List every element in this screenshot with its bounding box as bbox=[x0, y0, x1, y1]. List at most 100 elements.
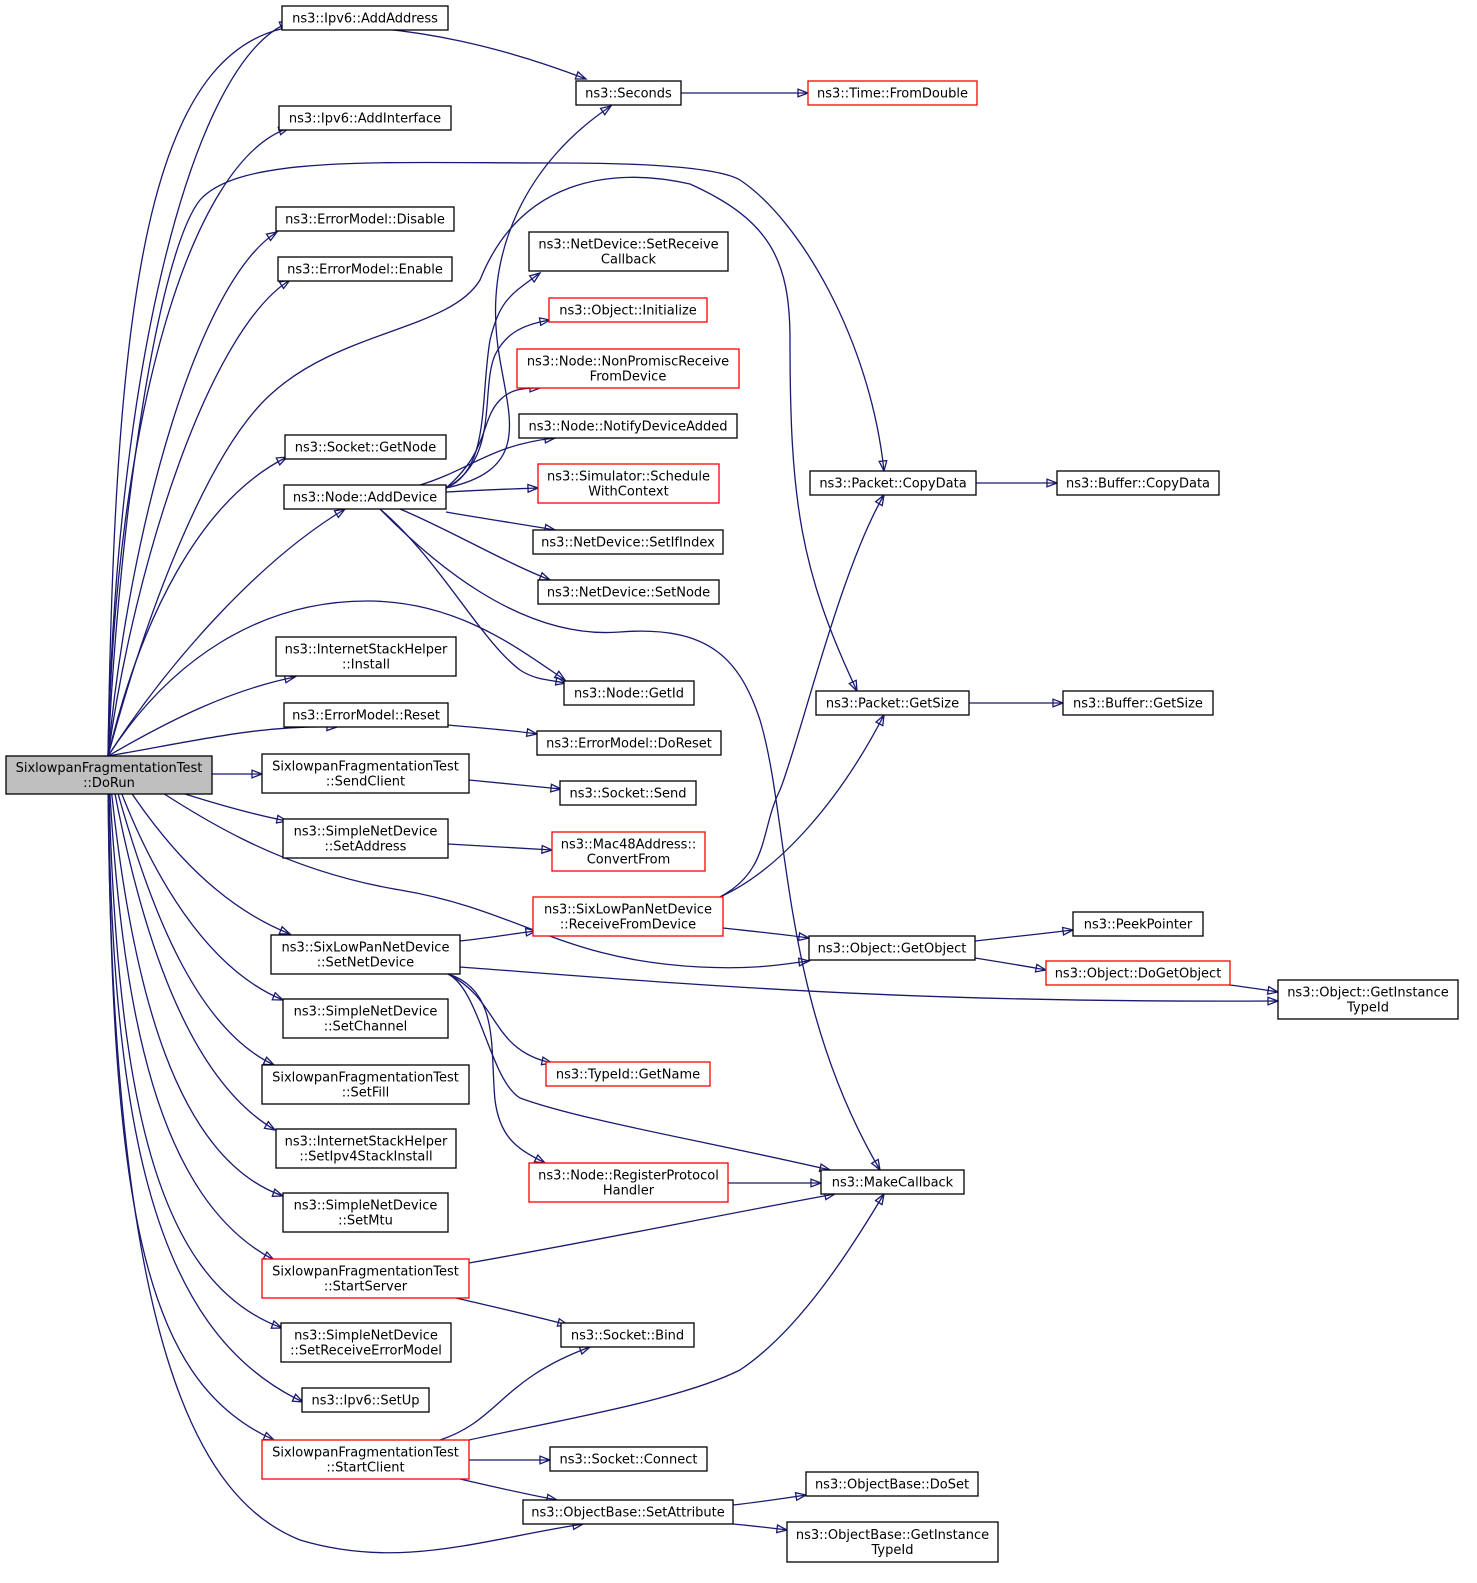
node-startserver[interactable]: SixlowpanFragmentationTest::StartServer bbox=[261, 1258, 470, 1299]
node-box bbox=[284, 434, 447, 460]
node-label: Handler bbox=[603, 1184, 655, 1199]
arrowhead-icon bbox=[538, 571, 552, 581]
node-setup[interactable]: ns3::Ipv6::SetUp bbox=[301, 1387, 430, 1413]
node-buffercopydata[interactable]: ns3::Buffer::CopyData bbox=[1056, 470, 1220, 496]
node-seconds[interactable]: ns3::Seconds bbox=[575, 80, 682, 106]
node-adddevice[interactable]: ns3::Node::AddDevice bbox=[283, 484, 447, 510]
node-setchannel[interactable]: ns3::SimpleNetDevice::SetChannel bbox=[282, 998, 449, 1039]
node-box bbox=[261, 1439, 470, 1480]
node-label: SixlowpanFragmentationTest bbox=[272, 1071, 459, 1086]
node-setipv4stackinstall[interactable]: ns3::InternetStackHelper::SetIpv4StackIn… bbox=[275, 1128, 457, 1169]
node-packetcopydata[interactable]: ns3::Packet::CopyData bbox=[809, 470, 977, 496]
node-label: ns3::PeekPointer bbox=[1084, 918, 1193, 933]
node-initialize[interactable]: ns3::Object::Initialize bbox=[548, 297, 708, 323]
node-typeidgetname[interactable]: ns3::TypeId::GetName bbox=[545, 1061, 711, 1087]
node-socketbind[interactable]: ns3::Socket::Bind bbox=[560, 1322, 695, 1348]
arrowhead-icon bbox=[262, 1431, 276, 1441]
node-box bbox=[549, 1446, 708, 1472]
node-box bbox=[805, 1471, 979, 1497]
node-setmtu[interactable]: ns3::SimpleNetDevice::SetMtu bbox=[282, 1192, 449, 1233]
node-label: ns3::Ipv6::AddAddress bbox=[292, 12, 438, 27]
call-edge-reset-to-doreset bbox=[447, 724, 539, 738]
node-label: ns3::SimpleNetDevice bbox=[294, 1199, 438, 1214]
node-receivefromdevice[interactable]: ns3::SixLowPanNetDevice::ReceiveFromDevi… bbox=[532, 896, 724, 937]
node-label: ns3::Seconds bbox=[585, 87, 672, 102]
node-socketsend[interactable]: ns3::Socket::Send bbox=[559, 780, 697, 806]
node-fromdouble[interactable]: ns3::Time::FromDouble bbox=[807, 80, 978, 106]
node-startclient[interactable]: SixlowpanFragmentationTest::StartClient bbox=[261, 1439, 470, 1480]
node-doreset[interactable]: ns3::ErrorModel::DoReset bbox=[536, 730, 722, 756]
node-box bbox=[5, 755, 213, 795]
node-reset[interactable]: ns3::ErrorModel::Reset bbox=[283, 702, 449, 728]
node-label: ns3::NetDevice::SetReceive bbox=[538, 238, 718, 253]
node-label: ns3::Node::NonPromiscReceive bbox=[527, 355, 729, 370]
call-edge-setaddress-to-mac48 bbox=[447, 843, 554, 855]
arrowhead-icon bbox=[538, 317, 552, 327]
node-label: SixlowpanFragmentationTest bbox=[272, 1265, 459, 1280]
node-mac48[interactable]: ns3::Mac48Address::ConvertFrom bbox=[551, 831, 706, 872]
node-setreceiveerrormodel[interactable]: ns3::SimpleNetDevice::SetReceiveErrorMod… bbox=[280, 1322, 452, 1363]
arrowhead-icon bbox=[797, 931, 811, 942]
arrowhead-icon bbox=[554, 676, 568, 686]
arrowhead-icon bbox=[527, 483, 540, 494]
node-label: SixlowpanFragmentationTest bbox=[272, 1446, 459, 1461]
node-notifydeviceadded[interactable]: ns3::Node::NotifyDeviceAdded bbox=[518, 413, 738, 439]
call-edge-adddevice-to-initialize bbox=[445, 317, 552, 489]
call-edge-dorun-to-sendclient bbox=[211, 769, 264, 779]
node-addaddress[interactable]: ns3::Ipv6::AddAddress bbox=[281, 5, 449, 31]
node-makecallback[interactable]: ns3::MakeCallback bbox=[820, 1169, 965, 1195]
node-buffergetsize[interactable]: ns3::Buffer::GetSize bbox=[1062, 690, 1214, 716]
node-packetgetsize[interactable]: ns3::Packet::GetSize bbox=[815, 690, 970, 716]
call-edge-dorun-to-addaddress bbox=[107, 21, 292, 757]
node-setattribute[interactable]: ns3::ObjectBase::SetAttribute bbox=[522, 1499, 734, 1525]
node-label: ns3::Time::FromDouble bbox=[817, 87, 968, 102]
node-label: ::SetFill bbox=[342, 1086, 389, 1101]
call-edge-dorun-to-packetcopydata bbox=[107, 161, 888, 757]
node-sendclient[interactable]: SixlowpanFragmentationTest::SendClient bbox=[261, 753, 470, 794]
node-doset[interactable]: ns3::ObjectBase::DoSet bbox=[805, 1471, 979, 1497]
node-box bbox=[560, 1322, 695, 1348]
call-edge-dorun-to-setaddress bbox=[184, 793, 289, 824]
node-getobject[interactable]: ns3::Object::GetObject bbox=[808, 935, 976, 961]
node-setifindex[interactable]: ns3::NetDevice::SetIfIndex bbox=[532, 529, 724, 555]
node-socketconnect[interactable]: ns3::Socket::Connect bbox=[549, 1446, 708, 1472]
call-edge-setattribute-to-doset bbox=[732, 1491, 808, 1506]
node-enable[interactable]: ns3::ErrorModel::Enable bbox=[277, 256, 453, 282]
node-box bbox=[545, 1061, 711, 1087]
call-edge-seconds-to-fromdouble bbox=[681, 88, 810, 98]
node-box bbox=[283, 484, 447, 510]
arrowhead-icon bbox=[574, 70, 588, 80]
node-box bbox=[1045, 960, 1231, 986]
arrowhead-icon bbox=[549, 783, 563, 793]
node-setnode[interactable]: ns3::NetDevice::SetNode bbox=[537, 579, 720, 605]
node-label: TypeId bbox=[871, 1543, 914, 1558]
node-setnetdevice[interactable]: ns3::SixLowPanNetDevice::SetNetDevice bbox=[270, 934, 461, 975]
node-getnodesocket[interactable]: ns3::Socket::GetNode bbox=[284, 434, 447, 460]
arrowhead-icon bbox=[797, 957, 811, 967]
arrowhead-icon bbox=[270, 1319, 284, 1329]
node-getid[interactable]: ns3::Node::GetId bbox=[563, 680, 695, 706]
call-edge-getobject-to-dogetobject bbox=[974, 957, 1048, 973]
call-edge-startserver-to-makecallback bbox=[468, 1191, 837, 1264]
arrowhead-icon bbox=[1061, 926, 1075, 936]
call-edge-dorun-to-startclient bbox=[107, 755, 276, 1441]
node-label: ns3::Object::DoGetObject bbox=[1055, 967, 1222, 982]
node-setaddress[interactable]: ns3::SimpleNetDevice::SetAddress bbox=[282, 818, 449, 859]
node-box bbox=[275, 636, 457, 677]
node-peekpointer[interactable]: ns3::PeekPointer bbox=[1072, 911, 1204, 937]
node-setfill[interactable]: SixlowpanFragmentationTest::SetFill bbox=[261, 1064, 470, 1105]
node-disable[interactable]: ns3::ErrorModel::Disable bbox=[275, 206, 455, 232]
node-install[interactable]: ns3::InternetStackHelper::Install bbox=[275, 636, 457, 677]
node-label: ::DoRun bbox=[83, 776, 135, 791]
node-dorun[interactable]: SixlowpanFragmentationTest::DoRun bbox=[5, 755, 213, 795]
node-addinterface[interactable]: ns3::Ipv6::AddInterface bbox=[278, 105, 452, 131]
node-dogetobject[interactable]: ns3::Object::DoGetObject bbox=[1045, 960, 1231, 986]
arrowhead-icon bbox=[874, 713, 885, 727]
node-box bbox=[528, 231, 729, 272]
